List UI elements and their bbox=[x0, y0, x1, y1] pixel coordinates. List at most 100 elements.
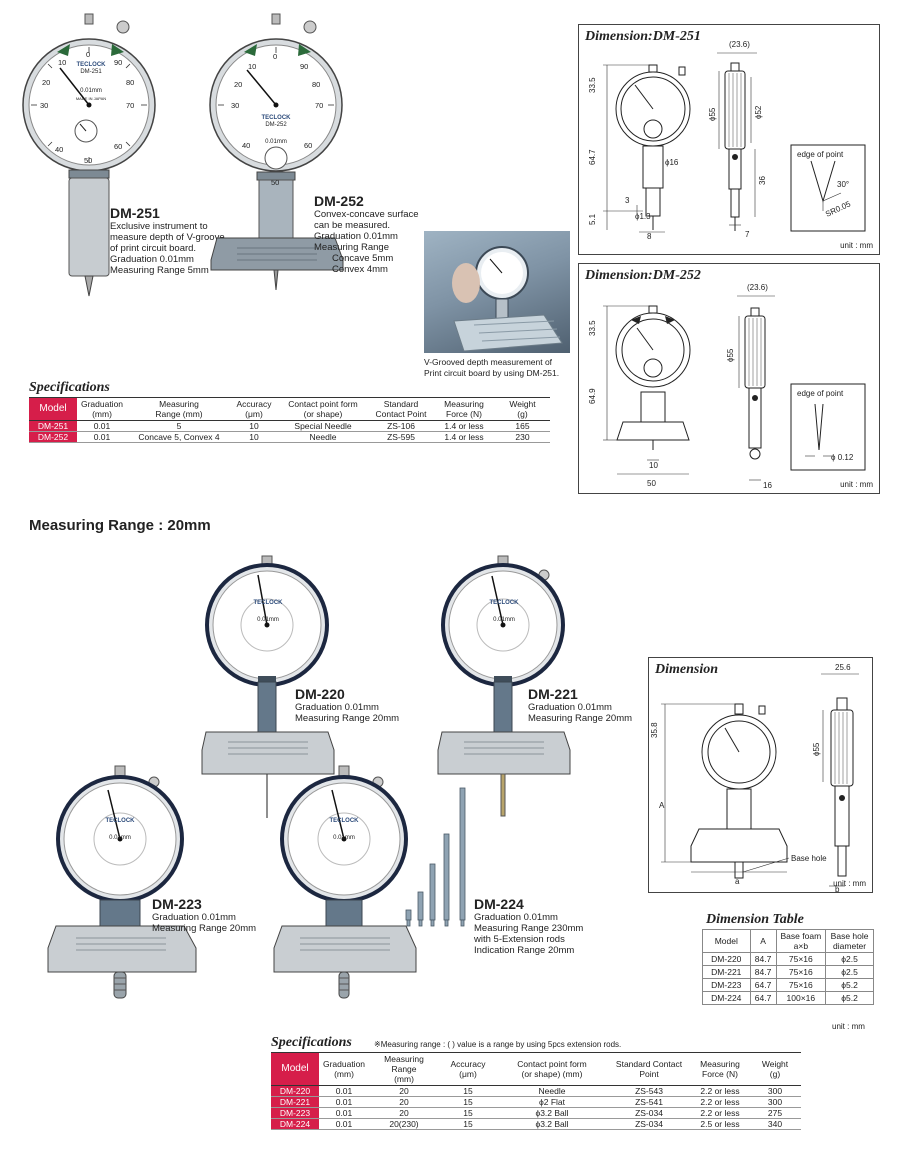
spec2-header-row: Model Graduation(mm) Measuring Range(mm)… bbox=[271, 1052, 801, 1086]
dm224-caption: DM-224 Graduation 0.01mm Measuring Range… bbox=[474, 896, 583, 956]
cell-model: DM-252 bbox=[29, 431, 77, 443]
dim-16: 16 bbox=[763, 481, 772, 490]
header-text: Weight bbox=[761, 1059, 789, 1069]
dial-number: 30 bbox=[40, 101, 49, 110]
table-cell: 75×16 bbox=[775, 952, 827, 966]
dial-number: 70 bbox=[126, 101, 135, 110]
dim-d16: ϕ16 bbox=[665, 158, 679, 167]
table-cell: 230 bbox=[495, 431, 550, 443]
header-text: Base hole bbox=[830, 931, 869, 941]
header-text: Contact point form bbox=[288, 399, 358, 409]
header-text: (or shape) (mm) bbox=[521, 1069, 583, 1079]
table-cell: ZS-541 bbox=[607, 1096, 691, 1108]
header-text: (mm) bbox=[92, 409, 112, 419]
table-cell: 20 bbox=[369, 1096, 439, 1108]
dm223-gauge-illustration bbox=[47, 765, 197, 999]
detail-radius: SR0.05 bbox=[824, 199, 852, 219]
dimension-20mm-drawing: 35.8 A a Base hole 25.6 ϕ55 b bbox=[650, 663, 859, 894]
dial-graduation: 0.01mm bbox=[333, 835, 355, 841]
table-row: DM-251 0.01 5 10 Special Needle ZS-106 1… bbox=[29, 420, 550, 432]
table-cell: DM-221 bbox=[702, 965, 751, 979]
detail-title: edge of point bbox=[797, 389, 844, 398]
dimension-label: Dimension bbox=[585, 268, 649, 283]
table-cell: 64.7 bbox=[749, 978, 777, 992]
dial-graduation: 0.01mm bbox=[493, 617, 515, 623]
photo-caption-line: V-Grooved depth measurement of bbox=[424, 357, 553, 367]
dim-33-5: 33.5 bbox=[588, 77, 597, 93]
dial-model: DM-252 bbox=[265, 122, 287, 128]
table-cell: 15 bbox=[439, 1096, 497, 1108]
caption-line: of print circuit board. bbox=[110, 243, 197, 254]
dial-number: 60 bbox=[114, 142, 123, 151]
table-cell: Special Needle bbox=[277, 420, 369, 432]
header-graduation: Graduation(mm) bbox=[77, 397, 127, 421]
dim-36: 36 bbox=[758, 176, 767, 185]
table-cell: ϕ2.5 bbox=[825, 965, 874, 979]
dm251-dial-text: TECLOCK DM-251 0.01mm MADE IN JAPAN bbox=[68, 62, 114, 102]
dm220-dial-text: TECLOCK 0.01mm bbox=[248, 600, 288, 624]
header-range: Measuring Range(mm) bbox=[369, 1052, 439, 1086]
dial-brand: TECLOCK bbox=[489, 600, 519, 606]
dim-d1-3: ϕ1.3 bbox=[635, 212, 651, 221]
detail-angle: 30° bbox=[837, 180, 849, 189]
caption-line: Convex-concave surface bbox=[314, 209, 419, 220]
dial-number: 90 bbox=[114, 58, 123, 67]
dim-64-9: 64.9 bbox=[588, 388, 597, 404]
dimension-title: Dimension bbox=[655, 662, 719, 677]
dim-7: 7 bbox=[745, 230, 750, 239]
header-contact-form: Contact point form(or shape) (mm) bbox=[497, 1052, 607, 1086]
table-cell: 2.2 or less bbox=[691, 1096, 749, 1108]
dial-number: 80 bbox=[126, 78, 135, 87]
spec2-table: Model Graduation(mm) Measuring Range(mm)… bbox=[271, 1052, 801, 1130]
header-text: (or shape) bbox=[303, 409, 343, 419]
cell-model: DM-224 bbox=[271, 1118, 319, 1130]
header-text: (mm) bbox=[334, 1069, 354, 1079]
model-name: DM-221 bbox=[528, 686, 578, 702]
photo-caption: V-Grooved depth measurement of Print cir… bbox=[424, 357, 559, 379]
dial-number: 90 bbox=[300, 62, 309, 71]
header-contact-form: Contact point form(or shape) bbox=[277, 397, 369, 421]
dial-number: 0 bbox=[86, 50, 91, 59]
dimension-title: Dimension:DM-252 bbox=[585, 268, 701, 283]
dim-8: 8 bbox=[647, 232, 652, 241]
table-cell: 2.2 or less bbox=[691, 1085, 749, 1097]
table-row: DM-223 0.01 20 15 ϕ3.2 Ball ZS-034 2.2 o… bbox=[271, 1107, 801, 1119]
table-cell: ZS-595 bbox=[369, 431, 433, 443]
table-cell: ZS-106 bbox=[369, 420, 433, 432]
header-text: Graduation bbox=[322, 1059, 366, 1069]
dim-a-height: A bbox=[659, 801, 665, 810]
base-hole-label: Base hole bbox=[791, 854, 827, 863]
dial-number: 30 bbox=[231, 101, 240, 110]
table-cell: ZS-034 bbox=[607, 1118, 691, 1130]
header-a: A bbox=[749, 929, 777, 953]
table-row: DM-224 64.7 100×16 ϕ5.2 bbox=[702, 991, 874, 1005]
section-heading: Measuring Range : 20mm bbox=[29, 517, 211, 534]
header-text: Point bbox=[639, 1069, 659, 1079]
model-name: DM-251 bbox=[110, 205, 160, 221]
header-text: a×b bbox=[793, 941, 809, 951]
caption-line: Graduation 0.01mm bbox=[152, 912, 236, 923]
caption-line: measure depth of V-groove bbox=[110, 232, 225, 243]
table-cell: 0.01 bbox=[319, 1118, 369, 1130]
header-text: A bbox=[760, 936, 766, 946]
table-cell: DM-223 bbox=[702, 978, 751, 992]
caption-line: Measuring Range 5mm bbox=[110, 265, 209, 276]
header-text: Measuring Range bbox=[384, 1054, 424, 1074]
spec2-title: Specifications bbox=[271, 1035, 352, 1050]
table-cell: 20(230) bbox=[369, 1118, 439, 1130]
header-text: Graduation bbox=[80, 399, 124, 409]
dial-number: 10 bbox=[58, 58, 67, 67]
dm224-dial-text: TECLOCK 0.01mm bbox=[324, 818, 364, 842]
table-cell: Concave 5, Convex 4 bbox=[127, 431, 231, 443]
model-name: DM-252 bbox=[314, 193, 364, 209]
cell-model: DM-223 bbox=[271, 1107, 319, 1119]
spec1-title: Specifications bbox=[29, 380, 110, 395]
header-text: Contact Point bbox=[375, 409, 427, 419]
table-cell: 64.7 bbox=[749, 991, 777, 1005]
